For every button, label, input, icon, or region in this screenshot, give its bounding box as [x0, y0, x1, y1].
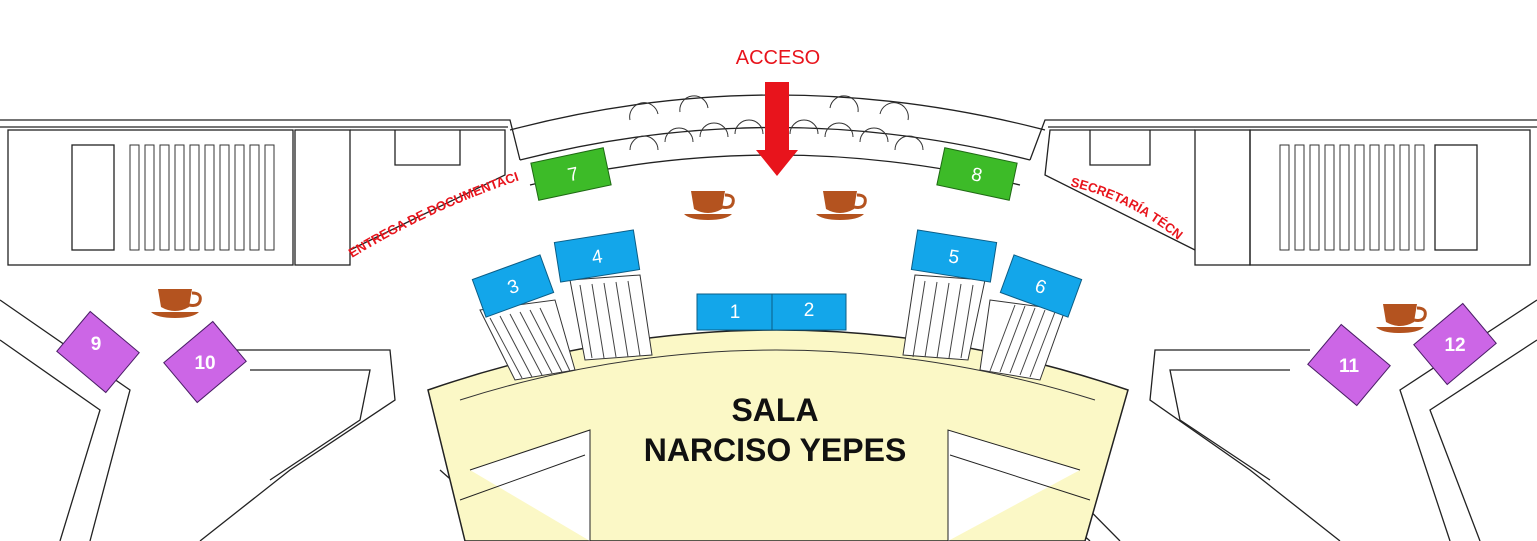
- stand-number: 12: [1444, 335, 1465, 356]
- stand-number: 2: [804, 300, 815, 321]
- coffee-cup-icon: [682, 189, 735, 222]
- coffee-cup-icon: [814, 189, 867, 222]
- arrow-down-icon: [756, 82, 798, 176]
- coffee-cup-icon: [1374, 302, 1427, 335]
- stand-number: 9: [91, 334, 102, 355]
- stand-9[interactable]: 9: [56, 310, 140, 394]
- coffee-cup-icon: [149, 287, 202, 320]
- stand-5[interactable]: 5: [910, 229, 998, 283]
- stand-number: 1: [730, 302, 741, 323]
- building-outline: [0, 94, 1537, 541]
- stand-4[interactable]: 4: [553, 229, 641, 283]
- stand-2[interactable]: 2: [771, 293, 847, 331]
- stand-3[interactable]: 3: [471, 254, 555, 318]
- stand-number: 5: [947, 246, 961, 268]
- hall-inner-arc: [459, 349, 1096, 401]
- stand-number: 8: [969, 164, 984, 187]
- hall-right-aisle: [947, 429, 1091, 541]
- hall-title-line2: NARCISO YEPES: [644, 432, 907, 468]
- stand-12[interactable]: 12: [1413, 302, 1497, 386]
- ramp-hatching: [489, 280, 1056, 379]
- stand-10[interactable]: 10: [163, 320, 247, 404]
- hall-entrance-ramps: [479, 274, 1066, 381]
- stand-7[interactable]: 7: [530, 147, 612, 201]
- seating-rows-right: [1279, 144, 1425, 251]
- stand-6[interactable]: 6: [999, 254, 1083, 318]
- seating-rows-left: [129, 144, 275, 251]
- entrance-doors: [629, 95, 924, 151]
- stand-number: 10: [194, 353, 215, 374]
- stand-8[interactable]: 8: [936, 147, 1018, 201]
- stand-number: 7: [566, 164, 581, 187]
- stand-number: 4: [590, 246, 604, 268]
- stand-1[interactable]: 1: [696, 293, 773, 331]
- access-label: ACCESO: [736, 47, 820, 69]
- hall-left-aisle: [459, 429, 591, 541]
- hall-title-line1: SALA: [731, 392, 818, 428]
- stand-11[interactable]: 11: [1307, 323, 1391, 407]
- stand-number: 11: [1339, 356, 1360, 377]
